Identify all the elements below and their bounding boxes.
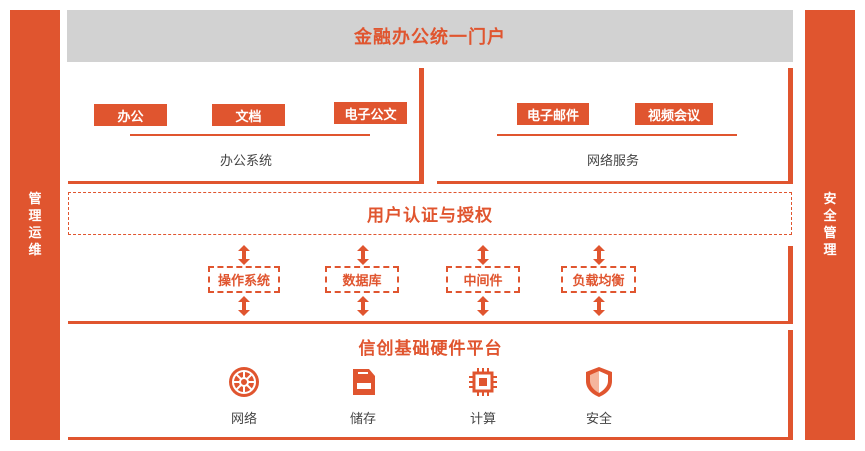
up-down-arrow-icon [593, 245, 605, 265]
up-down-arrow-icon [238, 296, 250, 316]
hardware-title: 信创基础硬件平台 [358, 339, 503, 359]
network-service-label: 网络服务 [586, 154, 639, 169]
network-panel-right-border [788, 68, 793, 184]
middle-item-load-balancing: 负载均衡 [561, 266, 636, 293]
right-sidebar: 安全管理 [805, 10, 855, 440]
shield-icon [586, 367, 612, 397]
up-down-arrow-icon [477, 296, 489, 316]
up-down-arrow-icon [593, 296, 605, 316]
network-icon [229, 367, 259, 397]
storage-icon [353, 369, 375, 395]
office-connector-line [130, 134, 370, 136]
hardware-item-storage-label: 储存 [349, 412, 376, 427]
portal-title: 金融办公统一门户 [354, 27, 506, 48]
middle-item-database: 数据库 [325, 266, 399, 293]
hardware-bottom-border [68, 437, 793, 440]
office-system-label: 办公系统 [219, 154, 272, 169]
office-panel-right-border [419, 68, 424, 184]
network-panel-bottom-border [437, 181, 793, 184]
chip-icon [469, 368, 497, 396]
left-sidebar-label: 管理运维 [28, 192, 42, 258]
middle-item-middleware: 中间件 [446, 266, 520, 293]
right-sidebar-label: 安全管理 [823, 192, 837, 258]
office-item-documents: 文档 [212, 104, 285, 126]
up-down-arrow-icon [357, 296, 369, 316]
hardware-item-security-label: 安全 [585, 412, 612, 427]
up-down-arrow-icon [477, 245, 489, 265]
network-connector-line [497, 134, 737, 136]
network-item-video-conference: 视频会议 [635, 103, 713, 125]
auth-bar: 用户认证与授权 [68, 192, 792, 235]
up-down-arrow-icon [357, 245, 369, 265]
office-item-office: 办公 [94, 104, 167, 126]
hardware-right-border [788, 330, 793, 440]
middle-layer-bottom-border [68, 321, 793, 324]
office-item-official-docs: 电子公文 [334, 102, 407, 124]
auth-title: 用户认证与授权 [367, 206, 493, 226]
up-down-arrow-icon [238, 245, 250, 265]
hardware-item-compute-label: 计算 [469, 412, 496, 427]
left-sidebar: 管理运维 [10, 10, 60, 440]
office-panel-bottom-border [68, 181, 424, 184]
middle-item-os: 操作系统 [208, 266, 280, 293]
hardware-item-network-label: 网络 [230, 412, 257, 427]
middle-layer-right-border [788, 246, 793, 324]
portal-bar: 金融办公统一门户 [67, 10, 793, 62]
network-item-email: 电子邮件 [517, 103, 589, 125]
